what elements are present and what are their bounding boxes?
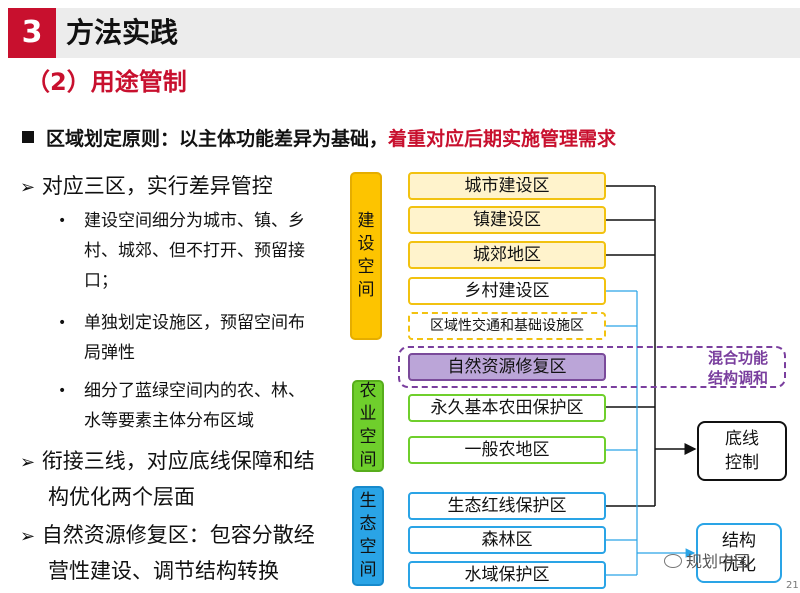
bottom-line-control-box: 底线 控制	[697, 421, 787, 481]
bullet-text: 对应三区，实行差异管控	[41, 174, 273, 198]
category-char: 空	[359, 537, 377, 557]
category-agriculture-space: 农 业 空 间	[352, 380, 384, 472]
arrow-bullet-icon: ➢	[20, 177, 36, 198]
section-number-badge: 3	[8, 8, 56, 58]
dot-bullet-icon: •	[58, 315, 67, 331]
box-text-line: 结构	[722, 531, 756, 551]
category-char: 建	[357, 211, 375, 231]
dot-bullet-icon: •	[58, 213, 67, 229]
category-char: 空	[357, 257, 375, 277]
category-char: 空	[359, 427, 377, 447]
bullet-text: 衔接三线，对应底线保障和结	[41, 449, 315, 473]
sub-bullet-text: 口；	[84, 271, 118, 291]
wechat-icon	[664, 554, 682, 568]
bullet-item: ➢ 对应三区，实行差异管控	[20, 169, 273, 205]
watermark: 规划中国	[664, 548, 750, 572]
principle-highlight: 着重对应后期实施管理需求	[388, 128, 617, 150]
dot-bullet-icon: •	[58, 383, 67, 399]
category-char: 业	[359, 404, 377, 424]
zone-permanent-farmland: 永久基本农田保护区	[408, 394, 606, 422]
category-char: 间	[359, 560, 377, 580]
principle-prefix: 区域划定原则：以主体功能差异为基础，	[46, 128, 389, 150]
arrow-bullet-icon: ➢	[20, 452, 36, 473]
bullet-text: 自然资源修复区：包容分散经	[41, 523, 315, 547]
bullet-text: 营性建设、调节结构转换	[48, 559, 279, 583]
mixed-function-label-line: 混合功能	[707, 349, 768, 367]
sub-bullet-item: • 细分了蓝绿空间内的农、林、 水等要素主体分布区域	[58, 376, 348, 436]
sub-bullet-text: 单独划定设施区，预留空间布	[84, 313, 305, 333]
category-char: 间	[359, 450, 377, 470]
sub-bullet-item: • 单独划定设施区，预留空间布 局弹性	[58, 308, 348, 368]
sub-bullet-item: • 建设空间细分为城市、镇、乡 村、城郊、但不打开、预留接 口；	[58, 206, 348, 296]
zone-natural-resource-restoration: 自然资源修复区	[408, 353, 606, 381]
category-char: 农	[359, 381, 377, 401]
zone-water-protection: 水域保护区	[408, 561, 606, 589]
square-bullet-icon	[22, 131, 34, 143]
category-construction-space: 建 设 空 间	[350, 172, 382, 340]
zone-town-construction: 镇建设区	[408, 206, 606, 234]
zone-city-construction: 城市建设区	[408, 172, 606, 200]
bullet-text: 构优化两个层面	[48, 485, 195, 509]
zone-village-construction: 乡村建设区	[408, 277, 606, 305]
structure-optimization-box: 结构 优化	[696, 523, 782, 583]
zone-ecological-redline: 生态红线保护区	[408, 492, 606, 520]
page-number: 21	[786, 580, 799, 591]
section-subtitle: （2）用途管制	[26, 68, 187, 96]
category-char: 间	[357, 280, 375, 300]
category-char: 设	[357, 234, 375, 254]
zone-forest: 森林区	[408, 526, 606, 554]
sub-bullet-text: 细分了蓝绿空间内的农、林、	[84, 381, 305, 401]
principle-line: 区域划定原则：以主体功能差异为基础，着重对应后期实施管理需求	[22, 124, 616, 154]
mixed-function-frame	[398, 346, 786, 388]
mixed-function-label-line: 结构调和	[707, 369, 768, 387]
category-char: 态	[359, 514, 377, 534]
category-char: 生	[359, 491, 377, 511]
zone-suburb: 城郊地区	[408, 241, 606, 269]
sub-bullet-text: 建设空间细分为城市、镇、乡	[84, 211, 305, 231]
zone-infrastructure-facility: 区域性交通和基础设施区	[408, 312, 606, 340]
box-text-line: 底线	[725, 429, 759, 449]
arrow-bullet-icon: ➢	[20, 526, 36, 547]
category-ecology-space: 生 态 空 间	[352, 486, 384, 586]
bullet-item: ➢ 衔接三线，对应底线保障和结 构优化两个层面	[20, 444, 350, 514]
box-text-line: 控制	[725, 453, 759, 473]
sub-bullet-text: 水等要素主体分布区域	[84, 411, 254, 431]
zone-general-agricultural: 一般农地区	[408, 436, 606, 464]
sub-bullet-text: 局弹性	[84, 343, 135, 363]
page-title: 方法实践	[66, 16, 179, 49]
watermark-text: 规划中国	[686, 552, 751, 571]
box-text-line: 优化	[722, 555, 756, 575]
sub-bullet-text: 村、城郊、但不打开、预留接	[84, 241, 305, 261]
header-bar	[56, 8, 800, 58]
bullet-item: ➢ 自然资源修复区：包容分散经 营性建设、调节结构转换	[20, 518, 350, 588]
mixed-function-label: 混合功能 结构调和	[696, 348, 780, 388]
